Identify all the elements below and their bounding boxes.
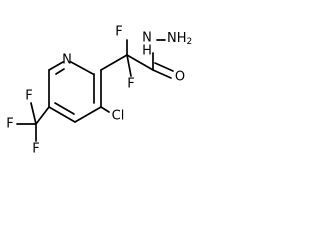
bond-c6-n1 bbox=[48, 61, 64, 71]
bonds bbox=[16, 39, 174, 142]
bond-cf3-f-up bbox=[30, 102, 37, 125]
atom-label-hydrazide-nh: N bbox=[142, 31, 152, 46]
bond-c3-c4 bbox=[74, 106, 102, 123]
bond-c2-cf2 bbox=[100, 54, 128, 71]
bond-c6-n1-inner bbox=[55, 68, 65, 75]
bond-co-2 bbox=[154, 62, 174, 72]
atom-label-chlorine: Cl bbox=[112, 109, 125, 124]
atom-label-nh2-main: NH bbox=[167, 31, 187, 46]
atom-label-f-cf3-left: F bbox=[6, 117, 13, 132]
bond-c5-cf3 bbox=[35, 106, 50, 125]
bond-co-1 bbox=[152, 69, 172, 79]
bond-cf2-f-down bbox=[126, 54, 132, 77]
bond-c3-cl bbox=[100, 106, 110, 113]
atom-label-hydrazide-h: H bbox=[142, 44, 152, 59]
atom-label-f-alpha-top: F bbox=[115, 25, 122, 40]
atom-label-f-cf3-bottom: F bbox=[32, 142, 39, 157]
atom-labels: N H NH2 O N F F Cl F F F bbox=[6, 25, 192, 157]
atom-label-pyridine-n: N bbox=[62, 53, 72, 68]
bond-c4-c5-inner bbox=[54, 102, 75, 115]
atom-label-oxygen: O bbox=[175, 70, 185, 85]
atom-label-f-cf3-top: F bbox=[25, 89, 32, 104]
bond-c4-c5 bbox=[48, 106, 76, 123]
bond-cf2-carbonyl bbox=[126, 54, 154, 71]
atom-label-nh2: NH2 bbox=[167, 31, 192, 48]
atom-label-nh2-subscript: 2 bbox=[187, 37, 193, 47]
bond-n1-c2 bbox=[70, 61, 94, 75]
molecule-structure: N H NH2 O N F F Cl F F F bbox=[6, 25, 192, 157]
atom-label-f-alpha-bottom: F bbox=[127, 77, 134, 92]
